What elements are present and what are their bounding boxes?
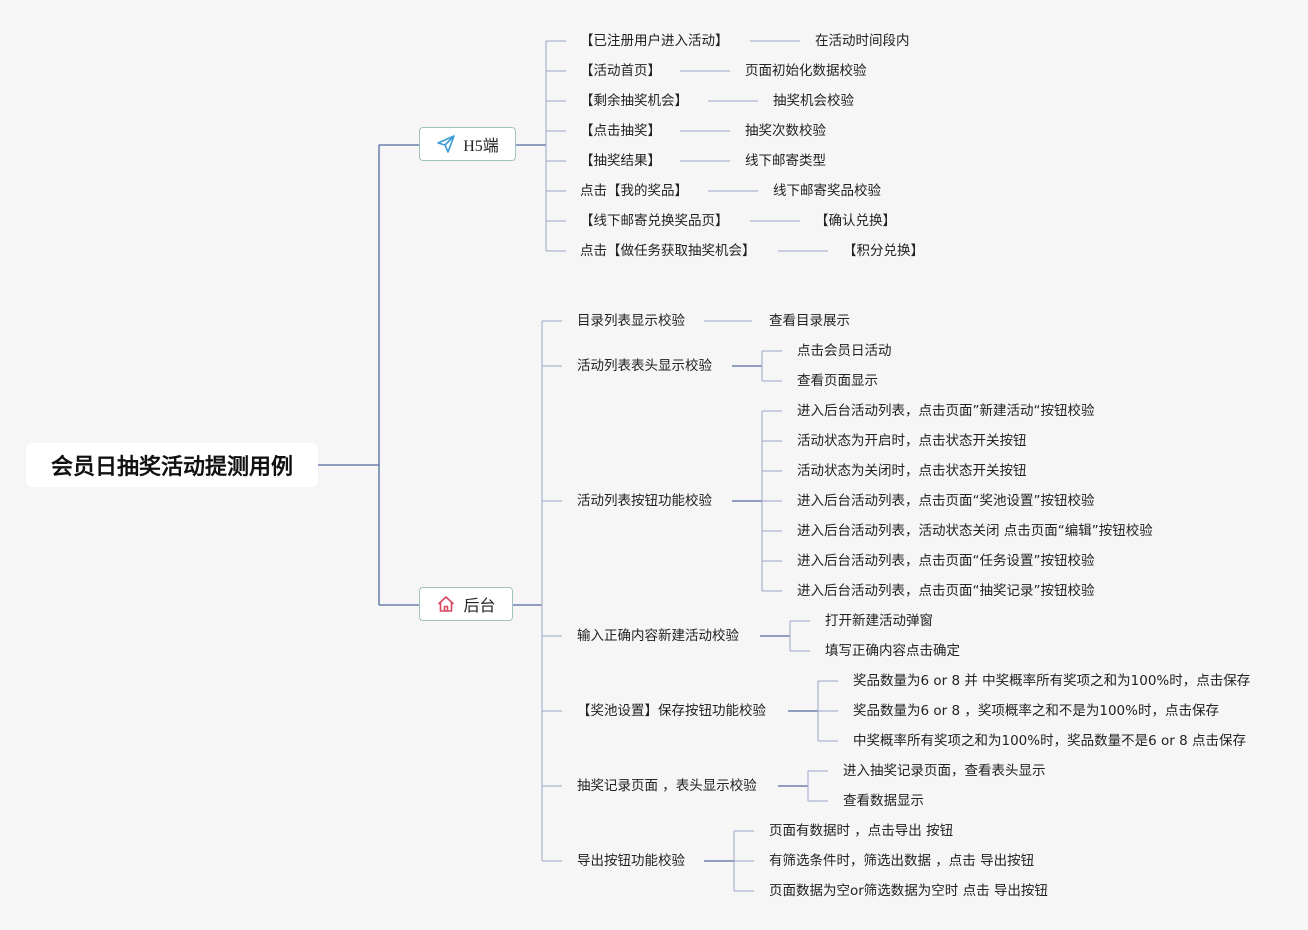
backend-item-child[interactable]: 打开新建活动弹窗 [825, 613, 933, 629]
backend-item[interactable]: 活动列表表头显示校验 [577, 358, 712, 374]
backend-item-child[interactable]: 活动状态为关闭时，点击状态开关按钮 [797, 463, 1027, 479]
h5-item-child[interactable]: 线下邮寄奖品校验 [773, 183, 881, 199]
backend-item-child[interactable]: 中奖概率所有奖项之和为100%时，奖品数量不是6 or 8 点击保存 [853, 733, 1246, 749]
h5-item-child[interactable]: 【确认兑换】 [815, 213, 896, 229]
backend-item-child[interactable]: 奖品数量为6 or 8 ，奖项概率之和不是为100%时，点击保存 [853, 703, 1219, 719]
root-topic-label: 会员日抽奖活动提测用例 [50, 455, 293, 480]
backend-item-child[interactable]: 页面有数据时 ，点击导出 按钮 [769, 823, 954, 839]
backend-item[interactable]: 活动列表按钮功能校验 [577, 493, 712, 509]
h5-item[interactable]: 【点击抽奖】 [580, 123, 661, 139]
branch-h5[interactable]: H5端 [419, 127, 516, 161]
backend-item-child[interactable]: 奖品数量为6 or 8 并 中奖概率所有奖项之和为100%时，点击保存 [853, 673, 1251, 689]
h5-item[interactable]: 【线下邮寄兑换奖品页】 [580, 213, 729, 229]
backend-item-child[interactable]: 查看数据显示 [843, 793, 924, 809]
backend-item[interactable]: 目录列表显示校验 [577, 313, 685, 329]
branch-backend[interactable]: 后台 [419, 587, 513, 621]
h5-item[interactable]: 【已注册用户进入活动】 [580, 33, 729, 49]
h5-item-child[interactable]: 抽奖次数校验 [745, 123, 826, 139]
h5-item-child[interactable]: 页面初始化数据校验 [745, 63, 867, 79]
h5-item-child[interactable]: 抽奖机会校验 [773, 93, 854, 109]
root-topic[interactable]: 会员日抽奖活动提测用例 [26, 443, 318, 487]
backend-item-child[interactable]: 查看目录展示 [769, 313, 850, 329]
backend-item-child[interactable]: 活动状态为开启时，点击状态开关按钮 [797, 433, 1027, 449]
backend-item-child[interactable]: 页面数据为空or筛选数据为空时 点击 导出按钮 [769, 883, 1048, 899]
home-icon [436, 594, 456, 614]
backend-item[interactable]: 输入正确内容新建活动校验 [577, 628, 739, 644]
backend-item-child[interactable]: 有筛选条件时，筛选出数据 ，点击 导出按钮 [769, 853, 1035, 869]
paper-plane-icon [436, 134, 456, 154]
h5-item[interactable]: 【剩余抽奖机会】 [580, 93, 688, 109]
h5-item-child[interactable]: 在活动时间段内 [815, 33, 910, 49]
backend-item-child[interactable]: 填写正确内容点击确定 [825, 643, 960, 659]
backend-item[interactable]: 抽奖记录页面 ，表头显示校验 [577, 778, 757, 794]
backend-item-child[interactable]: 进入抽奖记录页面，查看表头显示 [843, 763, 1046, 779]
h5-item[interactable]: 点击【我的奖品】 [580, 183, 688, 199]
branch-backend-label: 后台 [463, 598, 496, 615]
backend-item-child[interactable]: 进入后台活动列表，点击页面“奖池设置”按钮校验 [797, 493, 1095, 509]
backend-item-child[interactable]: 进入后台活动列表，活动状态关闭 点击页面“编辑”按钮校验 [797, 523, 1153, 539]
backend-item-child[interactable]: 查看页面显示 [797, 373, 878, 389]
backend-item-child[interactable]: 进入后台活动列表，点击页面“任务设置”按钮校验 [797, 553, 1095, 569]
backend-item[interactable]: 导出按钮功能校验 [577, 853, 685, 869]
branch-h5-label: H5端 [463, 138, 499, 155]
h5-item[interactable]: 点击【做任务获取抽奖机会】 [580, 243, 756, 259]
backend-item-child[interactable]: 进入后台活动列表，点击页面“抽奖记录”按钮校验 [797, 583, 1095, 599]
backend-item-child[interactable]: 点击会员日活动 [797, 343, 892, 359]
h5-item-child[interactable]: 线下邮寄类型 [745, 153, 826, 169]
backend-item-child[interactable]: 进入后台活动列表，点击页面”新建活动“按钮校验 [797, 403, 1095, 419]
h5-item[interactable]: 【活动首页】 [580, 63, 661, 79]
h5-item-child[interactable]: 【积分兑换】 [843, 243, 924, 259]
h5-item[interactable]: 【抽奖结果】 [580, 153, 661, 169]
backend-item[interactable]: 【奖池设置】保存按钮功能校验 [577, 703, 766, 719]
